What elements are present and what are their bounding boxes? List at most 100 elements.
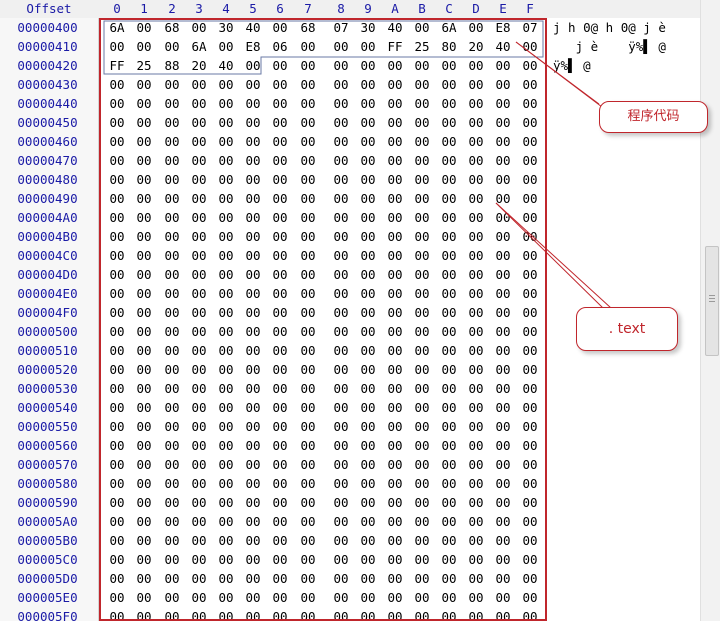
- hex-byte[interactable]: 00: [245, 96, 261, 111]
- hex-byte[interactable]: 00: [164, 590, 180, 605]
- hex-byte[interactable]: 00: [387, 134, 403, 149]
- hex-byte[interactable]: 00: [522, 552, 538, 567]
- hex-byte[interactable]: 00: [136, 191, 152, 206]
- hex-byte[interactable]: 00: [522, 58, 538, 73]
- hex-byte[interactable]: 00: [136, 172, 152, 187]
- hex-byte[interactable]: 00: [441, 172, 457, 187]
- hex-byte[interactable]: 00: [300, 381, 316, 396]
- hex-byte[interactable]: 00: [387, 438, 403, 453]
- hex-byte[interactable]: 00: [109, 362, 125, 377]
- hex-byte[interactable]: 00: [300, 457, 316, 472]
- hex-byte[interactable]: 00: [414, 457, 430, 472]
- hex-byte[interactable]: 00: [387, 172, 403, 187]
- hex-byte[interactable]: 00: [441, 476, 457, 491]
- hex-byte[interactable]: 00: [495, 514, 511, 529]
- hex-byte[interactable]: 00: [441, 248, 457, 263]
- hex-byte[interactable]: 00: [522, 324, 538, 339]
- hex-byte[interactable]: 00: [300, 400, 316, 415]
- hex-byte[interactable]: 00: [495, 77, 511, 92]
- hex-byte[interactable]: 00: [164, 77, 180, 92]
- hex-byte[interactable]: 00: [272, 381, 288, 396]
- hex-byte[interactable]: 00: [164, 438, 180, 453]
- hex-byte[interactable]: 40: [245, 20, 261, 35]
- hex-byte[interactable]: 00: [245, 438, 261, 453]
- hex-byte[interactable]: 00: [360, 248, 376, 263]
- hex-byte[interactable]: 00: [245, 77, 261, 92]
- hex-byte[interactable]: 00: [360, 590, 376, 605]
- hex-byte[interactable]: 00: [191, 400, 207, 415]
- hex-byte[interactable]: 00: [387, 115, 403, 130]
- hex-byte[interactable]: 00: [300, 495, 316, 510]
- hex-byte[interactable]: 00: [522, 400, 538, 415]
- hex-byte[interactable]: 00: [218, 590, 234, 605]
- hex-byte[interactable]: 00: [468, 438, 484, 453]
- hex-byte[interactable]: 00: [109, 552, 125, 567]
- hex-byte[interactable]: E8: [495, 20, 511, 35]
- hex-byte[interactable]: 00: [333, 286, 349, 301]
- hex-byte[interactable]: 00: [414, 172, 430, 187]
- hex-byte[interactable]: 00: [218, 419, 234, 434]
- hex-byte[interactable]: 00: [387, 248, 403, 263]
- hex-byte[interactable]: 00: [333, 590, 349, 605]
- hex-byte[interactable]: 00: [245, 609, 261, 624]
- hex-byte[interactable]: 00: [468, 153, 484, 168]
- hex-byte[interactable]: 00: [414, 286, 430, 301]
- hex-byte[interactable]: 00: [387, 210, 403, 225]
- hex-byte[interactable]: 00: [218, 134, 234, 149]
- hex-byte[interactable]: 00: [191, 343, 207, 358]
- ascii-text[interactable]: ÿ%▌ @: [553, 58, 591, 73]
- hex-byte[interactable]: 00: [522, 419, 538, 434]
- hex-byte[interactable]: 00: [245, 153, 261, 168]
- hex-byte[interactable]: 00: [300, 248, 316, 263]
- hex-byte[interactable]: 00: [414, 267, 430, 282]
- hex-byte[interactable]: 00: [272, 20, 288, 35]
- hex-byte[interactable]: 00: [218, 210, 234, 225]
- hex-byte[interactable]: 00: [272, 476, 288, 491]
- hex-byte[interactable]: 00: [136, 495, 152, 510]
- hex-byte[interactable]: 00: [136, 305, 152, 320]
- hex-byte[interactable]: 00: [414, 77, 430, 92]
- hex-byte[interactable]: 40: [387, 20, 403, 35]
- hex-byte[interactable]: 00: [164, 571, 180, 586]
- hex-byte[interactable]: 00: [522, 514, 538, 529]
- hex-byte[interactable]: 00: [109, 324, 125, 339]
- hex-byte[interactable]: 30: [218, 20, 234, 35]
- hex-byte[interactable]: 00: [495, 362, 511, 377]
- hex-byte[interactable]: 00: [109, 571, 125, 586]
- hex-byte[interactable]: 00: [272, 609, 288, 624]
- hex-byte[interactable]: 00: [333, 381, 349, 396]
- hex-byte[interactable]: 00: [191, 191, 207, 206]
- hex-byte[interactable]: 00: [441, 590, 457, 605]
- hex-byte[interactable]: 00: [441, 229, 457, 244]
- hex-byte[interactable]: 00: [387, 191, 403, 206]
- hex-byte[interactable]: 00: [109, 153, 125, 168]
- hex-byte[interactable]: 00: [272, 495, 288, 510]
- hex-byte[interactable]: 00: [272, 115, 288, 130]
- hex-byte[interactable]: 00: [109, 229, 125, 244]
- hex-byte[interactable]: 00: [109, 609, 125, 624]
- hex-byte[interactable]: 00: [522, 495, 538, 510]
- hex-byte[interactable]: 00: [272, 229, 288, 244]
- hex-byte[interactable]: 00: [191, 96, 207, 111]
- hex-byte[interactable]: 00: [272, 134, 288, 149]
- hex-byte[interactable]: 00: [414, 210, 430, 225]
- hex-byte[interactable]: 00: [333, 343, 349, 358]
- hex-byte[interactable]: 00: [468, 343, 484, 358]
- hex-byte[interactable]: 00: [387, 514, 403, 529]
- hex-byte[interactable]: 00: [414, 514, 430, 529]
- hex-byte[interactable]: 00: [164, 210, 180, 225]
- hex-byte[interactable]: 00: [300, 96, 316, 111]
- hex-byte[interactable]: 00: [218, 533, 234, 548]
- hex-byte[interactable]: 00: [164, 514, 180, 529]
- hex-byte[interactable]: 00: [191, 267, 207, 282]
- hex-byte[interactable]: 00: [441, 134, 457, 149]
- hex-byte[interactable]: 6A: [109, 20, 125, 35]
- hex-byte[interactable]: 00: [441, 77, 457, 92]
- hex-byte[interactable]: 00: [468, 419, 484, 434]
- hex-byte[interactable]: 00: [495, 533, 511, 548]
- vertical-scrollbar[interactable]: [700, 0, 720, 621]
- hex-byte[interactable]: 00: [495, 457, 511, 472]
- hex-byte[interactable]: 00: [245, 343, 261, 358]
- hex-byte[interactable]: 00: [272, 58, 288, 73]
- hex-byte[interactable]: 00: [495, 438, 511, 453]
